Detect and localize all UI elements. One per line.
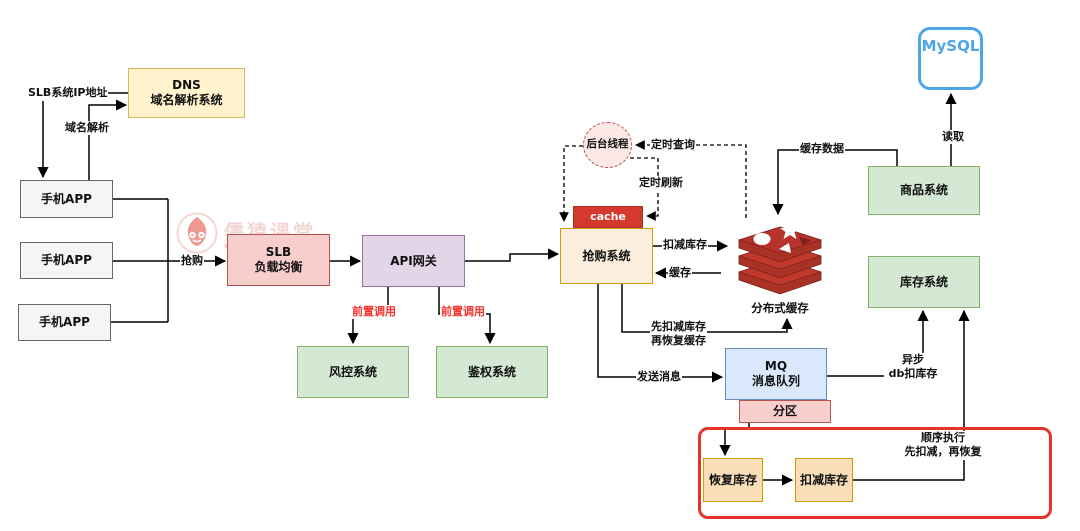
edge-app1-to-dns <box>88 99 128 180</box>
label-pre-call-1: 前置调用 <box>351 305 397 320</box>
node-app1: 手机APP <box>20 180 113 218</box>
node-api-gateway: API网关 <box>362 235 465 287</box>
label-slb-ip: SLB系统IP地址 <box>27 86 109 101</box>
node-deduct-stock: 扣减库存 <box>795 458 853 502</box>
node-slb: SLB 负载均衡 <box>227 234 330 286</box>
node-app2: 手机APP <box>20 242 113 279</box>
label-cache-read: 缓存 <box>668 266 692 281</box>
edge-deduct-to-inventory <box>852 309 970 481</box>
node-auth-system: 鉴权系统 <box>436 346 548 398</box>
label-async-db: 异步 db扣库存 <box>884 353 942 382</box>
node-dns: DNS 域名解析系统 <box>128 68 245 118</box>
node-restore-stock: 恢复库存 <box>703 458 763 502</box>
node-cache: cache <box>573 206 643 228</box>
label-read: 读取 <box>941 130 965 145</box>
node-risk-system: 风控系统 <box>297 346 409 398</box>
label-send-message: 发送消息 <box>636 370 682 385</box>
sequential-region-highlight <box>698 427 1052 519</box>
node-partition: 分区 <box>739 400 831 423</box>
node-mq: MQ 消息队列 <box>725 348 827 400</box>
node-seckill-system: 抢购系统 <box>560 228 653 284</box>
node-mysql: MySQL <box>918 27 983 90</box>
label-purchase: 抢购 <box>180 254 204 269</box>
label-timed-refresh: 定时刷新 <box>638 176 684 191</box>
node-product-system: 商品系统 <box>868 166 980 215</box>
node-app3: 手机APP <box>18 304 111 341</box>
redis-caption: 分布式缓存 <box>751 301 809 315</box>
label-timed-query: 定时查询 <box>650 138 696 153</box>
label-domain-resolve: 域名解析 <box>64 121 110 136</box>
redis-icon <box>737 222 823 295</box>
node-inventory-system: 库存系统 <box>868 256 980 308</box>
label-sequential: 顺序执行 先扣减，再恢复 <box>900 431 986 460</box>
edge-redis-to-bgthread-dashed <box>635 140 747 218</box>
edge-api-to-seckill <box>465 248 560 262</box>
label-deduct-cache: 扣减库存 <box>662 238 708 253</box>
node-background-thread: 后台线程 <box>583 122 632 168</box>
label-pre-call-2: 前置调用 <box>440 305 486 320</box>
label-cache-data: 缓存数据 <box>799 142 845 157</box>
label-deduct-then-restore: 先扣减库存 再恢复缓存 <box>650 320 707 349</box>
ruyuan-logo-icon <box>176 212 218 254</box>
